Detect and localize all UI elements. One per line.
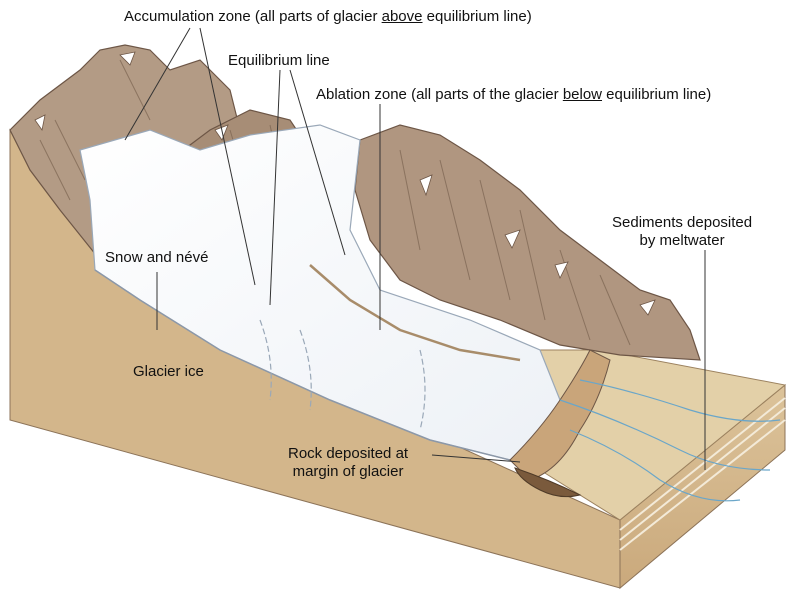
terminal-moraine bbox=[509, 349, 611, 481]
strata-layers bbox=[619, 397, 786, 551]
leader-accumulation-1 bbox=[124, 27, 191, 141]
snow-neve-band bbox=[94, 269, 511, 461]
leader-rock bbox=[431, 454, 521, 463]
leader-lines bbox=[124, 27, 706, 470]
moraines bbox=[509, 349, 611, 498]
leader-equilibrium-2 bbox=[289, 69, 346, 256]
meltwater-streams bbox=[559, 379, 781, 502]
label-accumulation-zone: Accumulation zone (all parts of glacier … bbox=[124, 8, 532, 25]
label-ablation-zone: Ablation zone (all parts of the glacier … bbox=[316, 86, 712, 103]
leader-equilibrium-1 bbox=[269, 69, 281, 306]
leader-accumulation-2 bbox=[199, 27, 256, 286]
outwash-deposit bbox=[514, 467, 582, 498]
label-glacier-ice: Glacier ice bbox=[133, 363, 204, 380]
glacier bbox=[79, 124, 561, 461]
crevasses bbox=[259, 319, 426, 431]
label-equilibrium-line: Equilibrium line bbox=[228, 52, 330, 69]
label-snow-neve: Snow and névé bbox=[105, 249, 209, 266]
equilibrium-line bbox=[309, 264, 521, 362]
